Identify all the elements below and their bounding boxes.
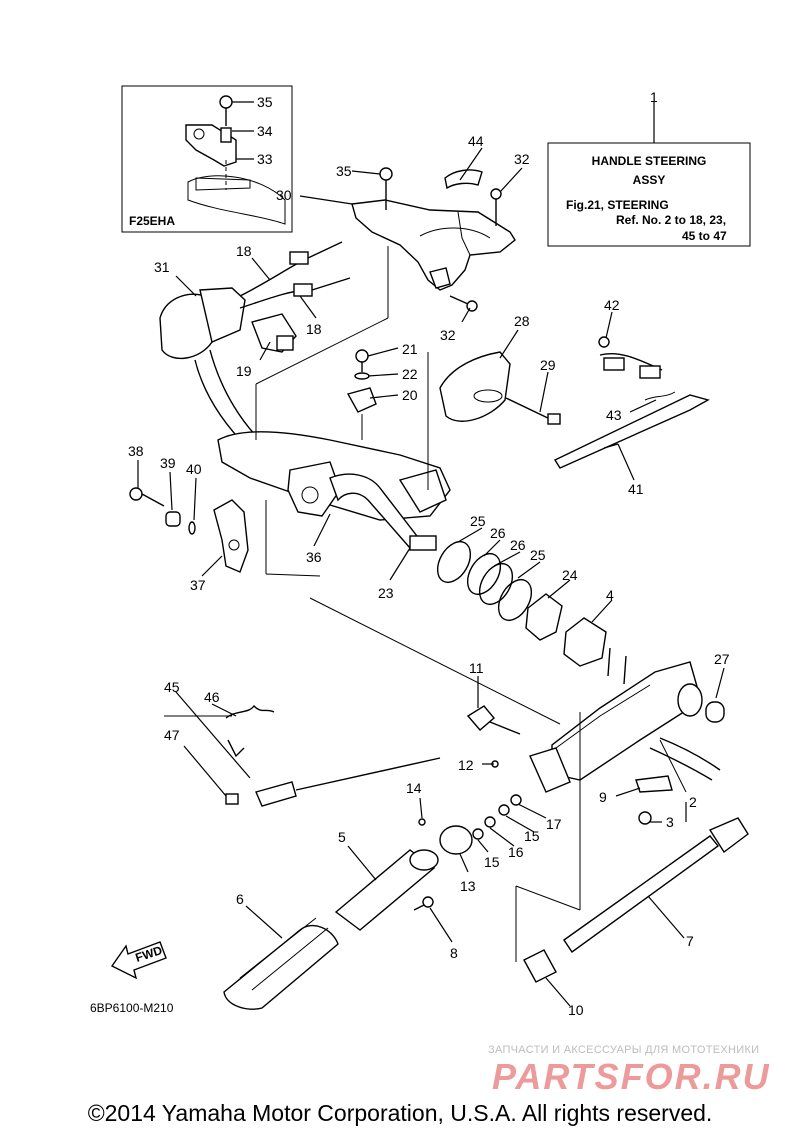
info-title-2: ASSY (633, 173, 666, 187)
fwd-arrow-icon: FWD (110, 941, 167, 980)
callout-41: 41 (628, 481, 644, 497)
callout-25b: 25 (530, 547, 546, 563)
callout-35: 35 (336, 163, 352, 179)
exploded-parts-diagram: 35 34 33 F25EHA HANDLE STEERING ASSY Fig… (90, 85, 751, 1018)
info-box-handle-steering: HANDLE STEERING ASSY Fig.21, STEERING Re… (547, 102, 751, 247)
callout-40: 40 (186, 461, 202, 477)
watermark-logo: PARTSFOR.RU (492, 1056, 771, 1097)
info-ref-2: Ref. No. 2 to 18, 23, (616, 213, 726, 227)
callout-38: 38 (128, 443, 144, 459)
part-lower-small (418, 705, 522, 855)
callout-28: 28 (514, 313, 530, 329)
callout-46: 46 (204, 689, 220, 705)
diagram-code: 6BP6100-M210 (90, 1001, 174, 1015)
callout-13: 13 (460, 878, 476, 894)
callout-16: 16 (508, 844, 524, 860)
callout-6: 6 (236, 891, 244, 907)
callout-18b: 18 (306, 321, 322, 337)
callout-14: 14 (406, 780, 422, 796)
part-upper-cover (351, 167, 516, 312)
callout-21: 21 (402, 341, 418, 357)
callout-15b: 15 (524, 828, 540, 844)
callout-39: 39 (160, 455, 176, 471)
watermark-subtitle: ЗАПЧАСТИ И АКСЕССУАРЫ ДЛЯ МОТОТЕХНИКИ (488, 1044, 760, 1056)
callout-12: 12 (458, 757, 474, 773)
callout-24: 24 (562, 567, 578, 583)
callout-11: 11 (469, 660, 484, 676)
callout-37: 37 (190, 577, 206, 593)
part-side-lever (129, 487, 249, 573)
part-throttle-grip (159, 241, 351, 449)
callout-3: 3 (666, 814, 674, 830)
part-link-rod-assembly (439, 336, 710, 469)
callout-30: 30 (276, 187, 292, 203)
callout-42: 42 (604, 297, 620, 313)
inset-box-f25eha: 35 34 33 F25EHA (121, 85, 293, 233)
info-ref-3: 45 to 47 (682, 229, 727, 243)
callout-29: 29 (540, 357, 556, 373)
callout-7: 7 (686, 933, 694, 949)
part-rod (523, 817, 749, 983)
copyright-notice: ©2014 Yamaha Motor Corporation, U.S.A. A… (87, 1100, 713, 1126)
callout-34: 34 (257, 123, 273, 139)
callout-32a: 32 (514, 151, 530, 167)
callout-20: 20 (402, 387, 418, 403)
callout-22: 22 (402, 366, 418, 382)
inset-model-label: F25EHA (129, 214, 175, 228)
callout-44: 44 (468, 133, 484, 149)
callout-numbers: 1 2 3 4 5 6 7 8 9 10 11 12 13 14 15 15 1… (128, 89, 730, 1018)
info-title-1: HANDLE STEERING (592, 154, 707, 168)
callout-5: 5 (338, 829, 346, 845)
callout-31: 31 (154, 259, 170, 275)
callout-33: 33 (257, 151, 273, 167)
callout-26b: 26 (510, 537, 526, 553)
callout-23: 23 (378, 585, 394, 601)
callout-36: 36 (306, 549, 322, 565)
callout-45: 45 (164, 679, 180, 695)
callout-18a: 18 (236, 243, 252, 259)
part-steering-bracket (217, 349, 451, 549)
callout-43: 43 (606, 407, 622, 423)
part-kill-switch (164, 704, 441, 807)
callout-26a: 26 (490, 525, 506, 541)
callout-27: 27 (714, 651, 730, 667)
callout-47: 47 (164, 727, 180, 743)
reference-lines (255, 246, 687, 962)
part-main-housing (529, 647, 725, 825)
part-tiller-handle (223, 849, 439, 1010)
callout-2: 2 (689, 794, 697, 810)
callout-10: 10 (568, 1002, 584, 1018)
callout-19: 19 (236, 363, 252, 379)
callout-9: 9 (599, 789, 607, 805)
part-shaft-rings (409, 535, 607, 667)
callout-15a: 15 (484, 854, 500, 870)
callout-17: 17 (546, 816, 562, 832)
info-ref-1: Fig.21, STEERING (566, 198, 669, 212)
callout-8: 8 (450, 945, 458, 961)
callout-32b: 32 (440, 327, 456, 343)
leader-lines (137, 147, 725, 1007)
callout-35-inset: 35 (257, 94, 273, 110)
callout-1: 1 (650, 89, 658, 105)
callout-25a: 25 (470, 513, 486, 529)
callout-4: 4 (606, 587, 614, 603)
